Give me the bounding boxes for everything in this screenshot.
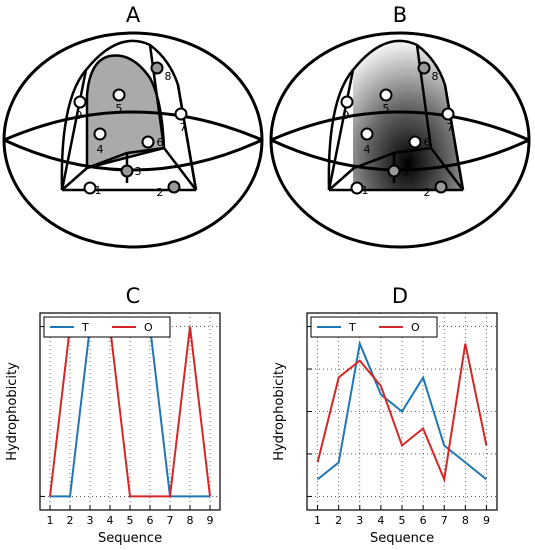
x-tick-label: 6: [147, 514, 154, 527]
equator-back: [3, 110, 263, 142]
point-marker-a-4: [93, 127, 107, 141]
point-label-b-7: 7: [447, 121, 454, 134]
points-layer: 1 2 3 4 5 6 7 8 9 1 2 3 4 5 6 7 8 9: [73, 61, 455, 199]
point-label-a-8: 8: [165, 70, 172, 83]
point-label-a-2: 2: [157, 186, 164, 199]
equator-back: [270, 110, 530, 142]
x-tick-label: 8: [187, 514, 194, 527]
wedge-outline: [60, 39, 198, 191]
point-marker-a-1: [83, 181, 97, 195]
x-tick-label: 1: [314, 514, 321, 527]
point-marker-a-2: [167, 180, 181, 194]
panel-label-b: B: [393, 3, 407, 27]
x-tick-label: 4: [377, 514, 384, 527]
point-marker-b-1: [350, 181, 364, 195]
x-axis-title: Sequence: [98, 531, 162, 546]
point-marker-b-8: [417, 61, 431, 75]
wedge-connector: [328, 147, 464, 191]
x-tick-label: 3: [87, 514, 94, 527]
x-tick-label: 7: [167, 514, 174, 527]
x-tick-label: 4: [107, 514, 114, 527]
legend-label-O: O: [411, 321, 420, 334]
point-label-b-5: 5: [383, 102, 390, 115]
point-label-b-9: 9: [343, 109, 350, 122]
x-tick-label: 6: [420, 514, 427, 527]
y-axis-title: Hydrophobicity: [272, 362, 287, 461]
x-tick-label: 9: [207, 514, 214, 527]
point-label-a-3: 3: [135, 165, 142, 178]
plot-frame: [306, 312, 498, 511]
series-line-O: [316, 343, 488, 484]
point-marker-b-3: [387, 164, 401, 178]
series-line-T: [316, 340, 488, 481]
point-label-a-6: 6: [157, 136, 164, 149]
x-tick-label: 1: [47, 514, 54, 527]
wedge-left: [327, 69, 354, 191]
x-tick-label: 5: [127, 514, 134, 527]
point-marker-a-9: [73, 95, 87, 109]
wedge-connector: [61, 147, 197, 191]
point-marker-a-3: [120, 164, 134, 178]
x-tick-label: 9: [483, 514, 490, 527]
point-label-b-1: 1: [362, 184, 369, 197]
point-label-a-4: 4: [97, 143, 104, 156]
point-marker-b-2: [434, 180, 448, 194]
y-axis-title: Hydrophobicity: [5, 362, 20, 461]
point-label-a-7: 7: [180, 121, 187, 134]
x-tick-label: 2: [335, 514, 342, 527]
x-tick-label: 5: [399, 514, 406, 527]
point-marker-b-9: [340, 95, 354, 109]
point-marker-b-4: [360, 127, 374, 141]
x-axis-title: Sequence: [370, 531, 434, 546]
legend-label-T: T: [81, 321, 89, 334]
point-marker-a-6: [141, 135, 155, 149]
point-marker-b-6: [408, 135, 422, 149]
point-marker-b-7: [441, 107, 455, 121]
x-tick-label: 7: [441, 514, 448, 527]
point-label-a-1: 1: [95, 184, 102, 197]
sphere-diagram-a: [2, 31, 264, 249]
point-marker-a-8: [150, 61, 164, 75]
panel-label-a: A: [126, 3, 141, 27]
legend-box: [310, 316, 438, 338]
point-label-b-8: 8: [432, 70, 439, 83]
x-tick-label: 8: [462, 514, 469, 527]
sphere-diagram-b: [269, 31, 531, 249]
x-tick-label: 3: [356, 514, 363, 527]
point-label-a-5: 5: [116, 102, 123, 115]
plot-frame: [39, 312, 221, 511]
wedge-right: [148, 44, 198, 191]
legend-label-T: T: [348, 321, 356, 334]
point-label-b-3: 3: [402, 165, 409, 178]
wedge-left: [60, 69, 87, 191]
panel-label-d: D: [392, 284, 408, 308]
point-marker-b-5: [379, 88, 393, 102]
point-marker-a-7: [174, 107, 188, 121]
legend-label-O: O: [144, 321, 153, 334]
wedge-outline: [327, 39, 465, 191]
panel-label-c: C: [126, 284, 141, 308]
x-tick-label: 2: [67, 514, 74, 527]
point-label-b-6: 6: [424, 136, 431, 149]
wedge-right: [415, 44, 465, 191]
point-marker-a-5: [112, 88, 126, 102]
point-label-b-4: 4: [364, 143, 371, 156]
point-label-a-9: 9: [76, 109, 83, 122]
point-label-b-2: 2: [424, 186, 431, 199]
legend-box: [43, 316, 171, 338]
